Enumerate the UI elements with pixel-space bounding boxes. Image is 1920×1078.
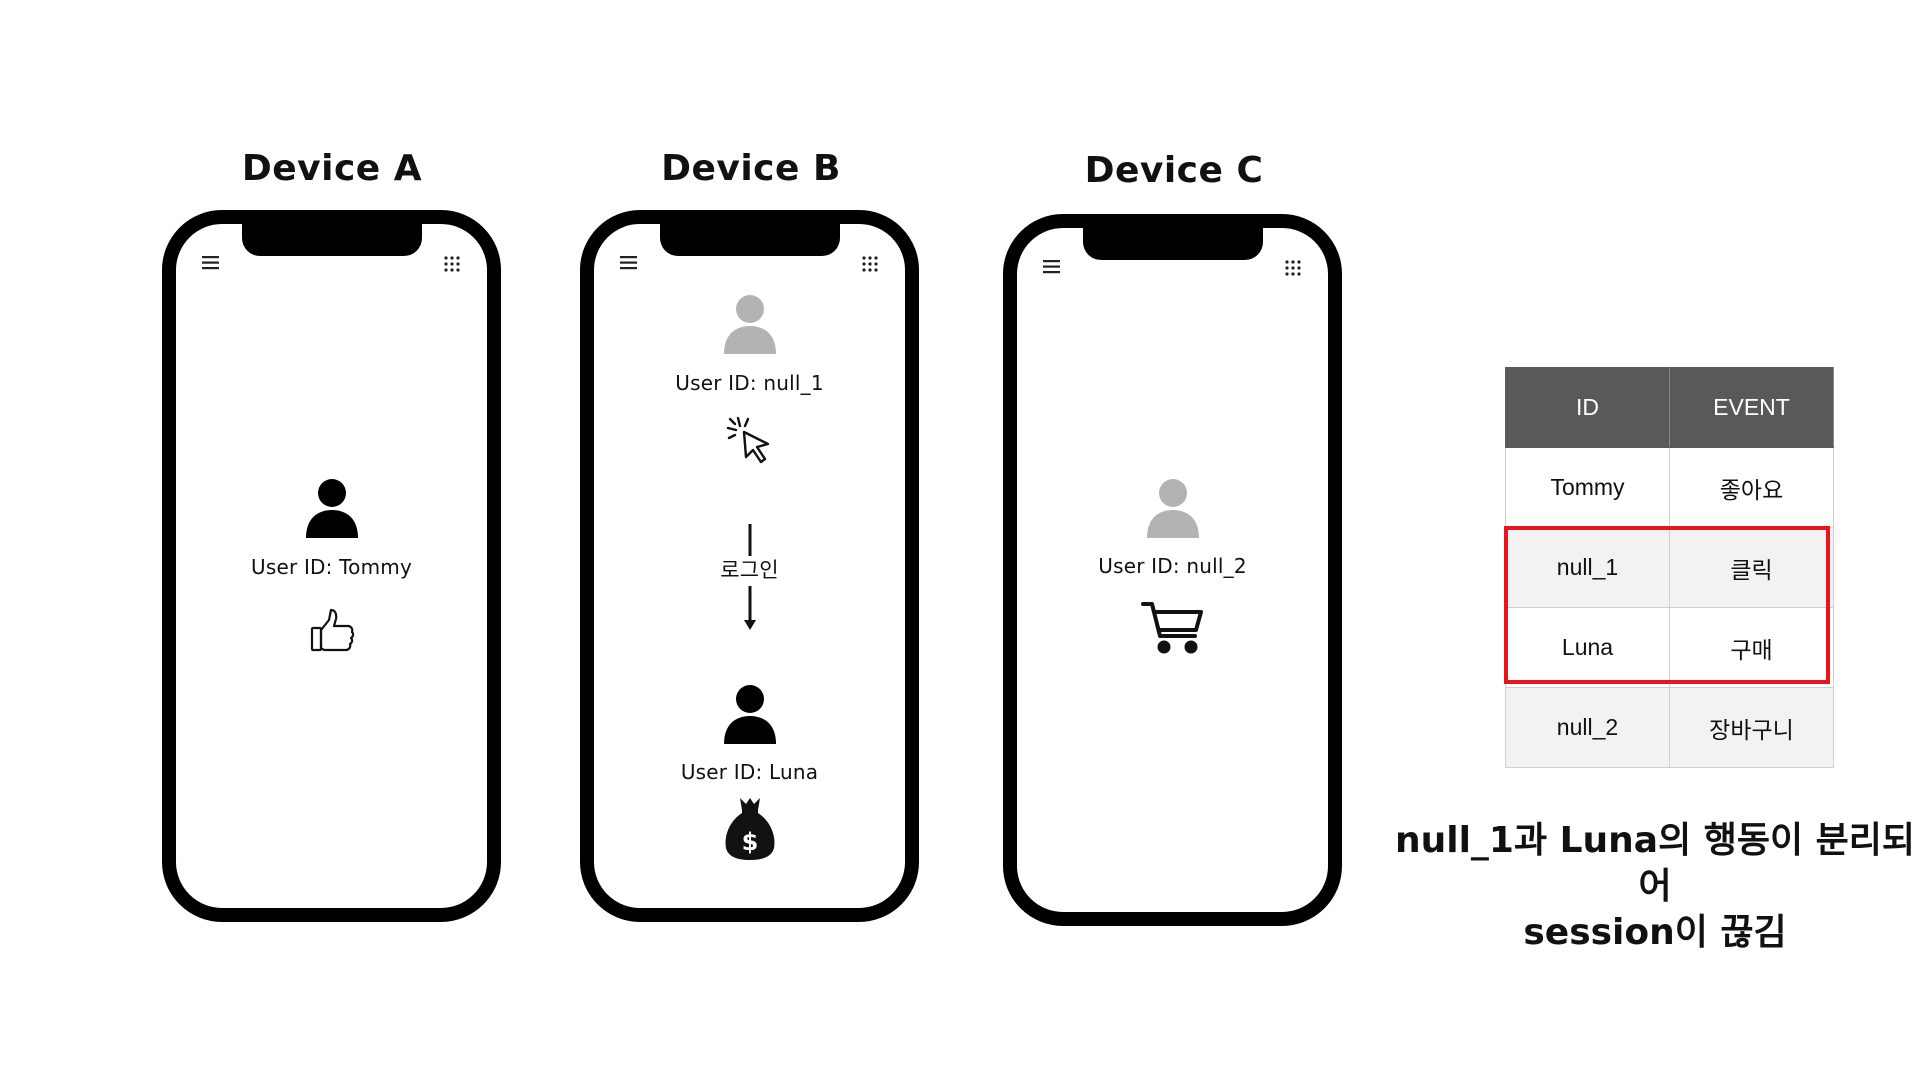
device-b-phone: User ID: null_1 로그인 User ID: Luna $ (580, 210, 919, 922)
table-row: null_1 클릭 (1505, 527, 1834, 608)
header-id: ID (1505, 367, 1670, 448)
hamburger-menu-icon[interactable] (1043, 260, 1060, 274)
caption-line-2: session이 끊김 (1523, 912, 1787, 953)
phone-notch (1082, 226, 1263, 260)
device-c-title: Device C (1084, 150, 1264, 191)
device-a-title: Device A (241, 148, 423, 189)
header-event: EVENT (1669, 367, 1834, 448)
table-header-row: ID EVENT (1505, 367, 1834, 448)
user-id-label: User ID: null_1 (675, 371, 824, 395)
shopping-cart-icon (1140, 602, 1203, 654)
table-row: null_2 장바구니 (1505, 687, 1834, 768)
app-grid-icon[interactable] (1285, 260, 1301, 276)
cell-event: 장바구니 (1669, 687, 1834, 768)
app-grid-icon[interactable] (862, 256, 878, 272)
cell-event: 클릭 (1669, 527, 1834, 608)
table-row: Tommy 좋아요 (1505, 447, 1834, 528)
device-b-title: Device B (661, 148, 841, 189)
user-icon (723, 685, 776, 744)
click-cursor-icon (726, 416, 769, 464)
hamburger-menu-icon[interactable] (620, 256, 637, 270)
down-arrow-icon (743, 524, 756, 630)
cell-id: null_2 (1505, 687, 1670, 768)
user-icon (305, 479, 358, 538)
device-c-phone: User ID: null_2 (1003, 214, 1342, 926)
cell-id: Luna (1505, 607, 1670, 688)
cell-event: 구매 (1669, 607, 1834, 688)
caption: null_1과 Luna의 행동이 분리되어 session이 끊김 (1390, 818, 1920, 956)
thumbs-up-icon (310, 608, 354, 652)
hamburger-menu-icon[interactable] (202, 256, 219, 270)
cell-event: 좋아요 (1669, 447, 1834, 528)
user-icon (1146, 479, 1199, 538)
table-row: Luna 구매 (1505, 607, 1834, 688)
user-icon (723, 295, 776, 354)
caption-line-1: null_1과 Luna의 행동이 분리되어 (1394, 820, 1916, 907)
money-bag-icon: $ (725, 798, 774, 860)
user-id-label: User ID: Tommy (251, 555, 412, 579)
device-a-phone: User ID: Tommy (162, 210, 501, 922)
event-table: ID EVENT Tommy 좋아요 null_1 클릭 Luna 구매 nul… (1505, 367, 1834, 768)
login-label: 로그인 (720, 558, 779, 582)
app-grid-icon[interactable] (444, 256, 460, 272)
user-id-label: User ID: null_2 (1098, 554, 1247, 578)
cell-id: Tommy (1505, 447, 1670, 528)
svg-text:$: $ (741, 828, 758, 856)
phone-notch (241, 222, 422, 256)
cell-id: null_1 (1505, 527, 1670, 608)
phone-notch (659, 222, 840, 256)
user-id-label: User ID: Luna (680, 760, 819, 784)
